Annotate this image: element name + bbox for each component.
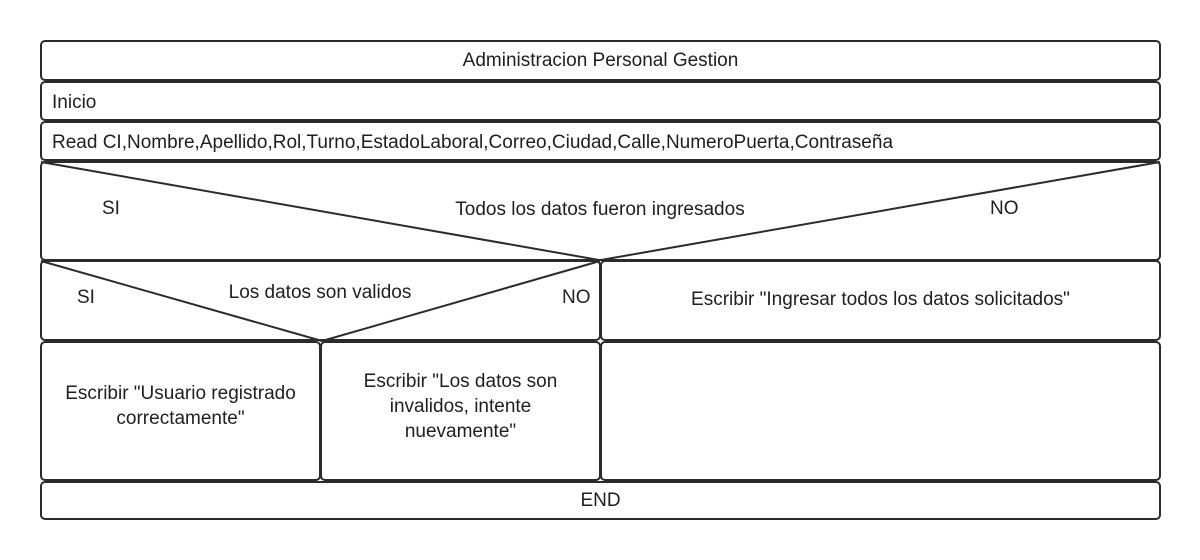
diagram-title-box	[40, 40, 1161, 81]
start-box	[40, 81, 1161, 121]
decision-2-question: Los datos son validos	[228, 281, 412, 303]
invalid-output-text: Escribir "Los datos son invalidos, inten…	[363, 370, 558, 442]
missing-data-output-box	[600, 260, 1161, 341]
decision-1-yes-label: SI	[102, 198, 120, 219]
empty-branch-box	[600, 341, 1161, 481]
end-label: END	[580, 490, 621, 511]
decision-2-yes-label: SI	[77, 287, 95, 308]
missing-data-output-text: Escribir "Ingresar todos los datos solic…	[691, 288, 1070, 310]
read-statement: Read CI,Nombre,Apellido,Rol,Turno,Estado…	[52, 132, 894, 153]
read-box	[40, 121, 1161, 161]
decision-2-no-label: NO	[562, 287, 591, 308]
success-output-text: Escribir "Usuario registrado correctamen…	[65, 383, 296, 429]
end-box	[40, 481, 1161, 520]
decision-1-no-label: NO	[990, 198, 1019, 219]
decision-1-question: Todos los datos fueron ingresados	[455, 198, 745, 220]
diagram-title: Administracion Personal Gestion	[462, 50, 739, 71]
invalid-output-box	[320, 341, 601, 481]
success-output-box	[40, 341, 321, 481]
start-label: Inicio	[52, 92, 97, 113]
